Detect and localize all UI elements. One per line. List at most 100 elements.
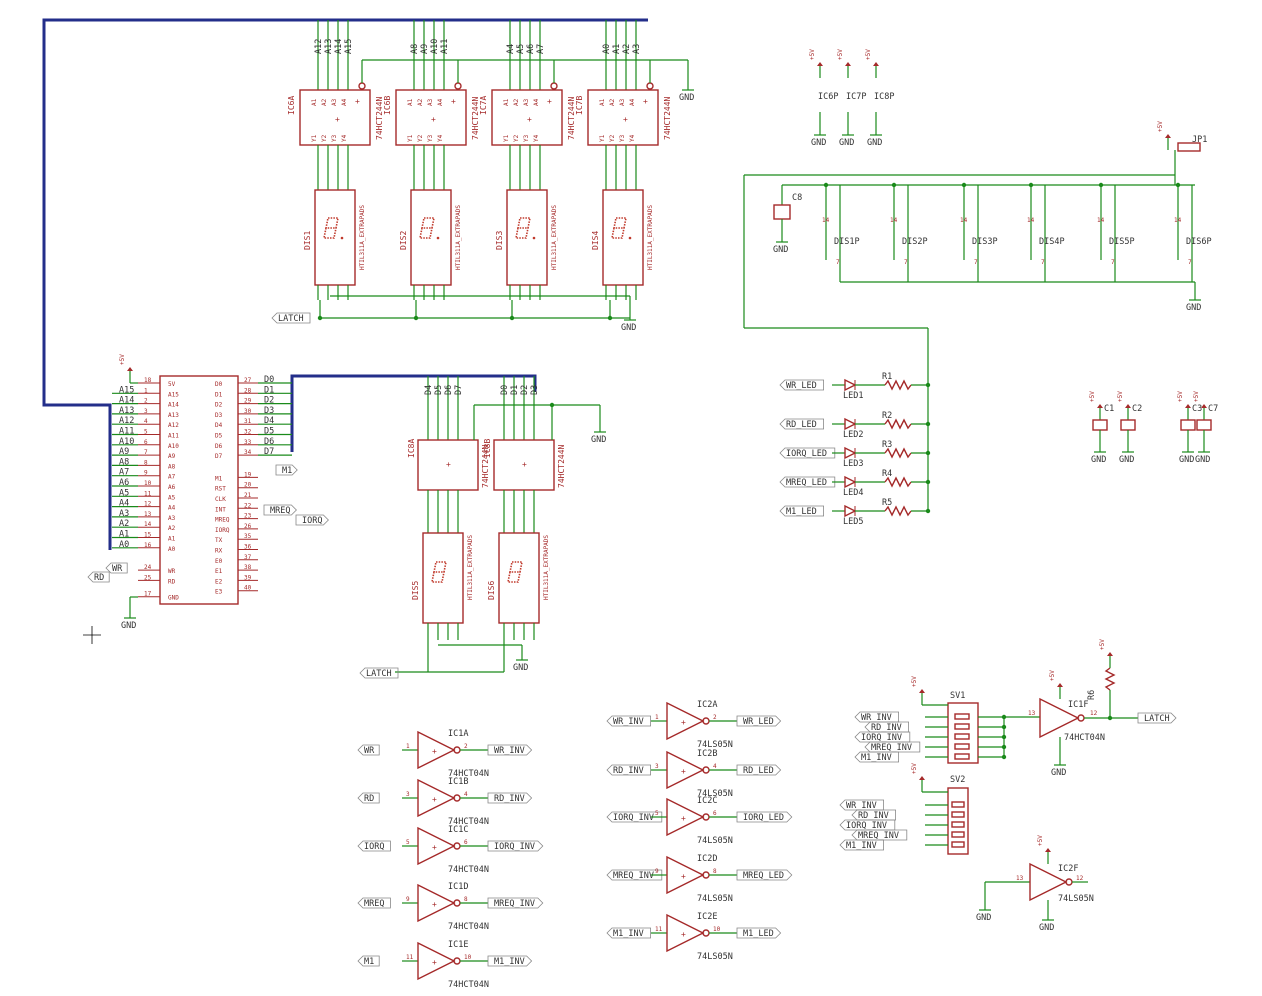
cpu-pin-name: D7: [215, 453, 223, 460]
pin-name: Y3: [619, 134, 626, 142]
pin-name: A1: [407, 98, 414, 106]
gate-ref: IC2D: [697, 854, 717, 864]
net-label: IORQ_INV: [861, 733, 902, 743]
plus-icon: +: [623, 115, 628, 124]
buffer-ic: [491, 89, 563, 146]
pin-name: A1: [503, 98, 510, 106]
data-label: D0: [500, 385, 510, 395]
addr-net-label: A9: [119, 447, 129, 457]
net-label-box: [864, 721, 909, 733]
ic-part: 74HCT244N: [481, 444, 490, 488]
addr-net-label: A6: [119, 478, 129, 488]
cpu-pin-num: 13: [144, 511, 152, 518]
cpu-pin-num: 35: [244, 533, 252, 540]
cpu-pin-name: RST: [215, 486, 226, 493]
junction-dot: [317, 315, 323, 321]
net-label-box: [487, 744, 533, 756]
ic-ref: IC7A: [479, 96, 488, 115]
led-icon: [844, 417, 857, 431]
cpu-pin-num: 15: [144, 532, 152, 539]
net-label: MREQ_INV: [858, 831, 899, 841]
net-label-box: [736, 715, 782, 727]
cpu-pin-num: 2: [144, 398, 148, 405]
decimal-point-icon: [436, 236, 440, 240]
cpu-pin-num: 29: [244, 398, 252, 405]
net-label-box: [275, 464, 298, 476]
cpu-pin-name: A1: [168, 536, 176, 543]
cpu-pin-num: 40: [244, 585, 252, 592]
cpu-pin-num: 5: [144, 429, 148, 436]
data-net-label: D5: [264, 427, 274, 437]
led-ref: LED5: [843, 517, 863, 527]
display-part: HTIL311A_EXTRAPADS: [359, 205, 366, 270]
pin-name: A2: [609, 98, 616, 106]
gate-ref: IC1A: [448, 729, 468, 739]
cpu-pin-name: CLK: [215, 496, 226, 503]
display-part: HTIL311A_EXTRAPADS: [543, 535, 550, 600]
display-ref: DIS1: [303, 231, 312, 250]
pin-name: Y1: [311, 134, 318, 142]
gate-part: 74LS05N: [697, 952, 733, 962]
addr-net-label: A4: [119, 499, 129, 509]
net-label-box: [487, 840, 544, 852]
cpu-pin-name: A0: [168, 546, 176, 553]
cpu-pin-name: A8: [168, 463, 176, 470]
addr-net-label: A8: [119, 457, 129, 467]
net-label-box: [487, 792, 533, 804]
cpu-pin-num: 14: [144, 521, 152, 528]
plus-icon: +: [681, 814, 686, 823]
pin-num: 13: [1028, 710, 1036, 717]
jumper-ref: JP1: [1192, 135, 1207, 145]
res-ref: R2: [882, 411, 892, 421]
inverter-gate-icon: [417, 941, 456, 981]
pin-num: 14: [1174, 217, 1182, 224]
net-label: M1_LED: [743, 929, 774, 939]
pin-num: 8: [464, 896, 468, 903]
net-label-box: [87, 571, 110, 583]
pin-name: A4: [437, 98, 444, 106]
net-label: RD: [94, 573, 104, 583]
cpu-pin-name: E1: [215, 568, 223, 575]
display-ref: DIS6: [487, 581, 496, 600]
cpu-pin-name: D2: [215, 402, 223, 409]
cpu-pin-name: A7: [168, 474, 176, 481]
display-part: HTIL311A_EXTRAPADS: [647, 205, 654, 270]
vcc-arrow-icon: [919, 689, 925, 693]
net-label: RD_LED: [786, 420, 817, 430]
cpu-pin-num: 20: [244, 482, 252, 489]
junction-dot: [509, 315, 515, 321]
socket-ref: DIS2P: [902, 237, 928, 247]
vcc-label: +5V: [809, 49, 816, 60]
ic-part: 74HCT244N: [471, 96, 480, 140]
vcc-arrow-icon: [873, 62, 879, 66]
net-label: MREQ: [270, 506, 290, 516]
vcc-arrow-icon: [817, 62, 823, 66]
gnd-label: GND: [621, 323, 636, 333]
header-pin-icon: [954, 733, 970, 740]
net-label: WR_LED: [786, 381, 817, 391]
ic-ref: IC8A: [407, 439, 416, 458]
net-label: WR_INV: [861, 713, 892, 723]
cpu-pin-num: 18: [144, 377, 152, 384]
header-ref: SV1: [950, 691, 965, 701]
plus-icon: +: [432, 843, 437, 852]
led-section: WR_LEDLED1R1RD_LEDLED2R2IORQ_LEDLED3R3MR…: [779, 372, 931, 527]
plus-icon: +: [432, 795, 437, 804]
net-label: IORQ_LED: [743, 813, 784, 823]
inverter-gate-icon: [666, 701, 705, 741]
net-label-box: [736, 927, 782, 939]
pin-num: 12: [1076, 875, 1084, 882]
net-label-box: [839, 799, 884, 811]
pin-name: Y3: [331, 134, 338, 142]
cpu-pin-name: E0: [215, 558, 223, 565]
net-label-box: [606, 927, 651, 939]
ic-part: 74HCT244N: [557, 444, 566, 488]
gate-part: 74HCT04N: [448, 817, 489, 827]
addr-label: A11: [440, 39, 450, 54]
vcc-label: +5V: [1177, 391, 1184, 402]
invert-bubble-icon: [646, 82, 654, 90]
cpu-pin-name: M1: [215, 475, 223, 482]
pin-name: A3: [619, 98, 626, 106]
